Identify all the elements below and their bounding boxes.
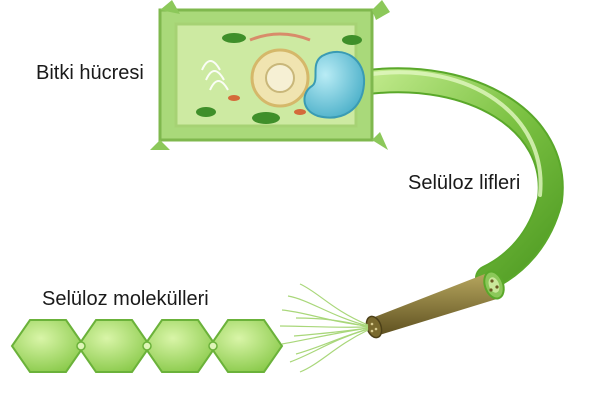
cellulose-molecules-label: Selüloz molekülleri — [42, 288, 209, 311]
cellulose-fibers-label: Selüloz lifleri — [408, 172, 520, 195]
plant-cell — [150, 0, 390, 150]
chloroplast-icon — [196, 107, 216, 117]
cellulose-molecule-chain — [12, 320, 282, 372]
glucose-hexagon — [78, 320, 150, 372]
cellulose-microfibrils — [280, 284, 368, 372]
fiber-bundle-end — [364, 269, 508, 340]
glucose-hexagon — [144, 320, 216, 372]
glucose-hexagon — [210, 320, 282, 372]
plant-cell-label: Bitki hücresi — [36, 62, 144, 85]
mitochondrion-icon — [294, 109, 306, 115]
chloroplast-icon — [222, 33, 246, 43]
mitochondrion-icon — [228, 95, 240, 101]
glucose-hexagon — [12, 320, 84, 372]
chloroplast-icon — [342, 35, 362, 45]
chloroplast-icon — [252, 112, 280, 124]
